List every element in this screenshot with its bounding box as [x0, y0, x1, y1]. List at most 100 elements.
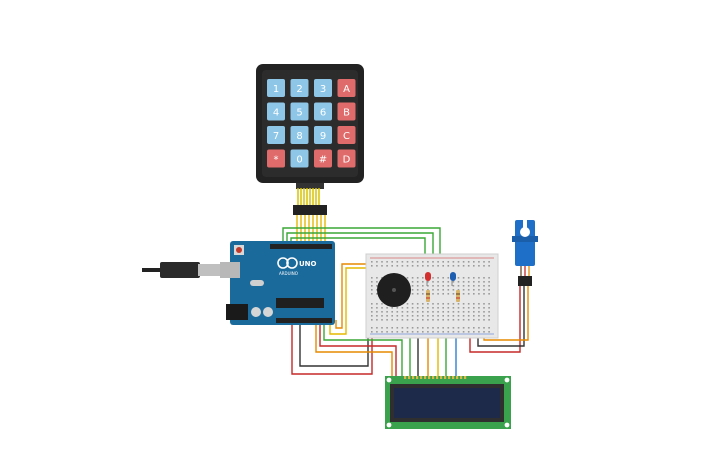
breadboard-hole[interactable]: [376, 281, 378, 283]
breadboard-hole[interactable]: [447, 327, 450, 329]
breadboard-hole[interactable]: [386, 261, 388, 263]
breadboard-hole[interactable]: [416, 277, 419, 279]
breadboard-hole[interactable]: [462, 315, 465, 317]
keypad-key-c[interactable]: [337, 126, 356, 144]
servo-motor[interactable]: [512, 220, 538, 286]
wire-red-3[interactable]: [319, 320, 397, 376]
keypad-key-4[interactable]: [267, 102, 285, 121]
breadboard-hole[interactable]: [411, 285, 414, 287]
breadboard-hole[interactable]: [381, 261, 383, 263]
breadboard-hole[interactable]: [376, 303, 378, 305]
breadboard-hole[interactable]: [483, 327, 485, 329]
breadboard-hole[interactable]: [483, 261, 485, 263]
breadboard-hole[interactable]: [381, 311, 383, 313]
breadboard-hole[interactable]: [447, 307, 450, 309]
wire-black-1[interactable]: [299, 320, 369, 367]
breadboard-hole[interactable]: [452, 311, 455, 313]
breadboard-hole[interactable]: [488, 281, 490, 283]
breadboard-hole[interactable]: [442, 307, 444, 309]
breadboard-hole[interactable]: [457, 261, 460, 263]
breadboard-hole[interactable]: [467, 289, 470, 291]
breadboard-hole[interactable]: [452, 303, 455, 305]
keypad-key-d[interactable]: [337, 149, 356, 168]
breadboard-hole[interactable]: [376, 331, 378, 333]
breadboard-hole[interactable]: [473, 315, 475, 317]
breadboard-hole[interactable]: [411, 261, 414, 263]
lcd-pin[interactable]: [456, 376, 459, 379]
breadboard-hole[interactable]: [396, 307, 399, 309]
breadboard-hole[interactable]: [488, 285, 490, 287]
breadboard-hole[interactable]: [381, 303, 383, 305]
breadboard-hole[interactable]: [462, 281, 465, 283]
breadboard-hole[interactable]: [371, 289, 373, 291]
breadboard-hole[interactable]: [376, 327, 378, 329]
breadboard-hole[interactable]: [488, 307, 490, 309]
breadboard-hole[interactable]: [452, 289, 455, 291]
breadboard-hole[interactable]: [473, 261, 475, 263]
breadboard-hole[interactable]: [478, 289, 480, 291]
wire-red-1[interactable]: [291, 320, 373, 375]
breadboard-hole[interactable]: [416, 319, 419, 321]
breadboard-hole[interactable]: [376, 289, 378, 291]
keypad-key-hash[interactable]: [314, 149, 332, 168]
analog-power-header[interactable]: [276, 318, 332, 323]
breadboard-hole[interactable]: [462, 265, 465, 267]
breadboard-hole[interactable]: [406, 331, 409, 333]
resistor-1[interactable]: [426, 290, 430, 302]
breadboard-hole[interactable]: [447, 285, 450, 287]
breadboard-hole[interactable]: [467, 281, 470, 283]
breadboard-hole[interactable]: [401, 319, 404, 321]
breadboard-hole[interactable]: [396, 319, 399, 321]
breadboard-hole[interactable]: [386, 311, 388, 313]
breadboard-hole[interactable]: [416, 293, 419, 295]
breadboard-hole[interactable]: [406, 307, 409, 309]
breadboard-hole[interactable]: [437, 281, 439, 283]
breadboard-hole[interactable]: [488, 277, 490, 279]
breadboard-hole[interactable]: [457, 319, 460, 321]
breadboard-hole[interactable]: [452, 315, 455, 317]
breadboard-hole[interactable]: [437, 311, 439, 313]
breadboard-hole[interactable]: [391, 265, 393, 267]
breadboard-hole[interactable]: [371, 315, 373, 317]
breadboard-hole[interactable]: [396, 265, 399, 267]
breadboard-hole[interactable]: [447, 289, 450, 291]
breadboard-hole[interactable]: [427, 303, 429, 305]
breadboard-hole[interactable]: [371, 293, 373, 295]
lcd-16x2[interactable]: [385, 376, 511, 429]
lcd-pin[interactable]: [460, 376, 463, 379]
breadboard-hole[interactable]: [391, 261, 393, 263]
breadboard-hole[interactable]: [411, 307, 414, 309]
breadboard-hole[interactable]: [427, 281, 429, 283]
breadboard-hole[interactable]: [422, 265, 424, 267]
breadboard-hole[interactable]: [442, 315, 444, 317]
breadboard-hole[interactable]: [467, 261, 470, 263]
breadboard-hole[interactable]: [437, 327, 439, 329]
breadboard-hole[interactable]: [371, 319, 373, 321]
breadboard-hole[interactable]: [371, 285, 373, 287]
breadboard-hole[interactable]: [462, 331, 465, 333]
breadboard-hole[interactable]: [478, 311, 480, 313]
breadboard-hole[interactable]: [396, 327, 399, 329]
breadboard-hole[interactable]: [401, 331, 404, 333]
breadboard-hole[interactable]: [437, 277, 439, 279]
breadboard-hole[interactable]: [483, 285, 485, 287]
wire-servo-red[interactable]: [469, 286, 521, 353]
breadboard-hole[interactable]: [432, 281, 434, 283]
breadboard-hole[interactable]: [442, 311, 444, 313]
lcd-pin[interactable]: [420, 376, 423, 379]
breadboard-hole[interactable]: [432, 327, 434, 329]
breadboard-hole[interactable]: [478, 261, 480, 263]
breadboard-hole[interactable]: [467, 293, 470, 295]
breadboard-hole[interactable]: [483, 307, 485, 309]
breadboard-hole[interactable]: [427, 311, 429, 313]
breadboard-hole[interactable]: [391, 327, 393, 329]
lcd-pin[interactable]: [432, 376, 435, 379]
breadboard-hole[interactable]: [381, 327, 383, 329]
breadboard-hole[interactable]: [371, 265, 373, 267]
breadboard-hole[interactable]: [381, 319, 383, 321]
breadboard-hole[interactable]: [376, 307, 378, 309]
breadboard-hole[interactable]: [416, 289, 419, 291]
breadboard-hole[interactable]: [416, 315, 419, 317]
breadboard-hole[interactable]: [473, 319, 475, 321]
breadboard-hole[interactable]: [457, 303, 460, 305]
